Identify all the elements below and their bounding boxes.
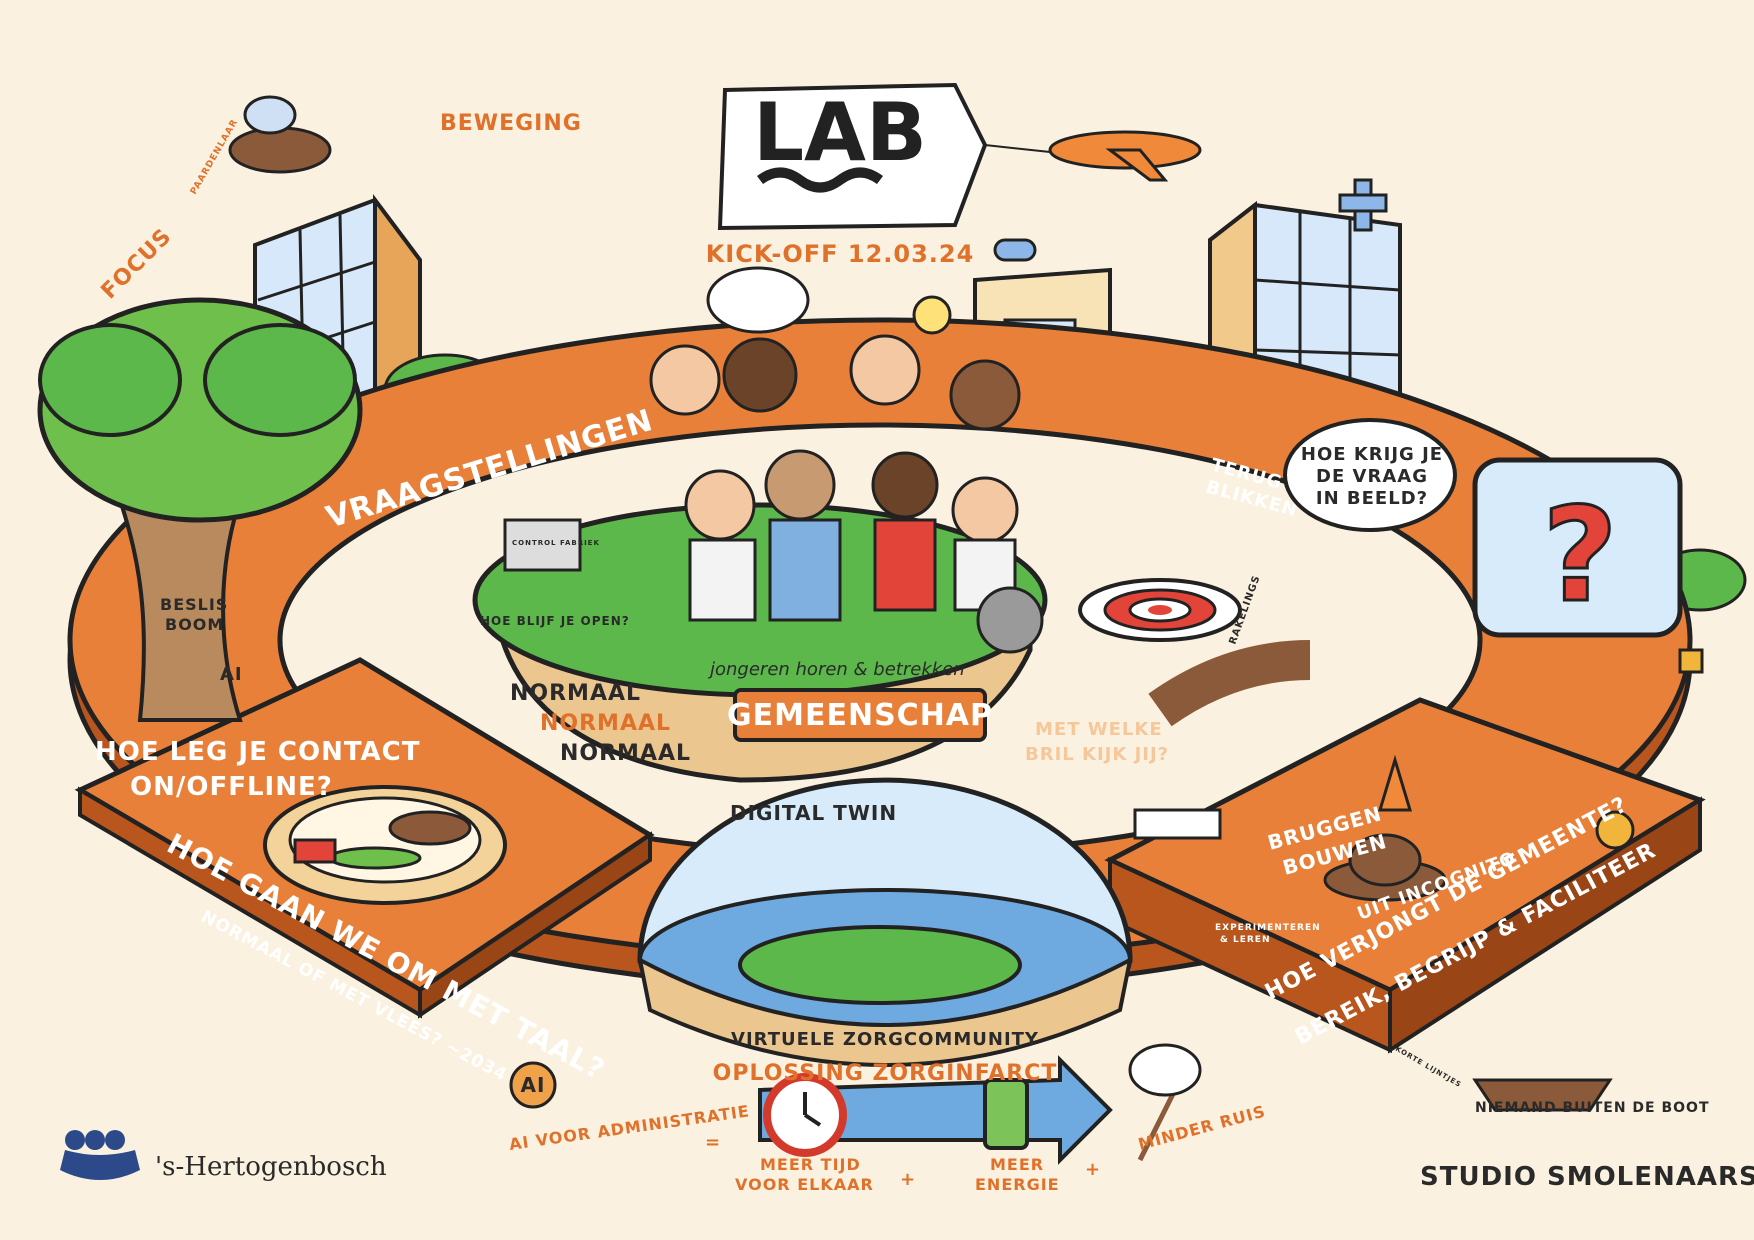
traffic-cone-icon [1377, 754, 1413, 812]
label-gemeenschap: GEMEENSCHAP [727, 698, 993, 733]
lightbulb-icon [912, 295, 952, 335]
label-meer-energie-2: ENERGIE [975, 1175, 1060, 1194]
digital-twin-dome [637, 777, 1133, 1067]
hat-icon [1323, 833, 1447, 902]
label-hoe-leg-1: HOE LEG JE CONTACT [95, 737, 420, 767]
lab-logo [717, 82, 988, 231]
question-bubble [1283, 418, 1457, 532]
gemeenschap-sign [733, 688, 987, 742]
kickoff-date: KICK-OFF 12.03.24 [706, 240, 975, 268]
label-control-fabriek: CONTROL FABRIEK [512, 539, 600, 547]
battery-icon [983, 1078, 1029, 1150]
padlock-icon [1678, 648, 1704, 674]
label-normaal-3: NORMAAL [560, 741, 691, 766]
question-tv: ? [1472, 457, 1683, 638]
label-oplossing: OPLOSSING ZORGINFARCT [713, 1061, 1058, 1086]
label-meer-tijd-2: VOOR ELKAAR [735, 1175, 874, 1194]
label-ai-badge: AI [521, 1073, 546, 1097]
dinner-platform [74, 657, 655, 1019]
label-beslis-2: BOOM [165, 615, 224, 634]
people-group [649, 334, 1044, 654]
label-beslis-1: BESLIS [160, 595, 228, 614]
label-met-welke-1: MET WELKE [1035, 719, 1163, 740]
logo-text: LAB [753, 86, 927, 179]
decision-tree [37, 297, 363, 722]
label-virtuele: VIRTUELE ZORGCOMMUNITY [731, 1029, 1039, 1050]
label-equals: = [705, 1132, 721, 1153]
ai-badge [509, 1061, 557, 1109]
label-met-welke-2: BRIL KIJK JIJ? [1025, 744, 1169, 765]
pegasus-icon [228, 95, 332, 174]
city-crest [60, 1130, 140, 1180]
label-experimenteren-2: & LEREN [1220, 935, 1270, 945]
label-beweging: BEWEGING [440, 111, 582, 136]
label-meer-tijd-1: MEER TIJD [760, 1155, 861, 1174]
label-hoe-krijg-2: DE VRAAG [1316, 466, 1428, 487]
label-hoe-leg-2: ON/OFFLINE? [130, 772, 333, 802]
question-icon: ? [1542, 479, 1617, 631]
net-icon [1128, 1043, 1202, 1162]
label-hoe-blijf: HOE BLIJF JE OPEN? [480, 614, 630, 628]
label-hoe-krijg-1: HOE KRIJG JE [1301, 444, 1443, 465]
snail-icon [1595, 810, 1635, 850]
label-tree-ai: AI [220, 664, 243, 685]
label-digital-twin: DIGITAL TWIN [730, 801, 897, 825]
label-experimenteren-1: EXPERIMENTEREN [1215, 923, 1321, 933]
community-island [472, 502, 1242, 783]
progress-arrow [758, 1055, 1113, 1165]
airplane-icon [984, 130, 1202, 182]
factory-icon [503, 518, 582, 572]
label-normaal-1: NORMAAL [510, 681, 641, 706]
barrier-icon [1133, 808, 1222, 840]
city-name: 's-Hertogenbosch [155, 1152, 387, 1182]
studio-name: STUDIO SMOLENAARS [1420, 1162, 1754, 1192]
label-plus-1: + [900, 1169, 916, 1190]
label-normaal-2: NORMAAL [540, 711, 671, 736]
label-hoe-krijg-3: IN BEELD? [1316, 488, 1428, 509]
bridge-icon [1148, 640, 1311, 727]
label-meer-energie-1: MEER [990, 1155, 1044, 1174]
boat-icon [1472, 1078, 1613, 1112]
speech-bubble [706, 266, 810, 334]
label-plus-2: + [1085, 1159, 1101, 1180]
label-niemand: NIEMAND BUITEN DE BOOT [1475, 1100, 1710, 1116]
label-jongeren: jongeren horen & betrekken [707, 659, 965, 680]
